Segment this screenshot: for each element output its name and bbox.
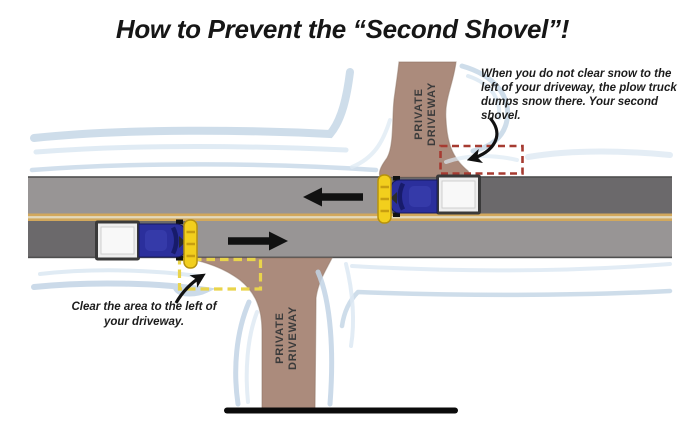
- annotation-arrow-top: [466, 116, 499, 164]
- snow-dump-highlight: [439, 144, 524, 175]
- snow-streak: [339, 288, 673, 329]
- snow-streak: [244, 310, 259, 404]
- snow-streak: [30, 68, 354, 142]
- driveway-label-line: PRIVATE: [413, 88, 425, 140]
- truck-box-panel: [100, 226, 135, 255]
- driveway-label-line: DRIVEWAY: [287, 305, 299, 371]
- snow-streak: [31, 280, 216, 297]
- page-title: How to Prevent the “Second Shovel”!: [115, 14, 570, 44]
- center-line-lower: [28, 218, 672, 221]
- driveway-label-bottom: PRIVATE DRIVEWAY: [274, 283, 302, 393]
- road-edge-bottom: [28, 256, 672, 259]
- center-line-upper: [28, 213, 672, 217]
- driveway-label-line: DRIVEWAY: [426, 81, 438, 147]
- snow-streak: [233, 299, 252, 407]
- snow-streak: [33, 144, 349, 155]
- plow-hitch: [179, 236, 186, 248]
- snow-streak: [315, 269, 335, 407]
- driveway-label-line: PRIVATE: [274, 312, 286, 364]
- cab-roof: [145, 230, 167, 251]
- clear-area-highlight: [177, 257, 263, 291]
- plow-hitch: [390, 192, 397, 204]
- driveway-bottom: [183, 257, 333, 410]
- windshield: [170, 226, 179, 255]
- truck-box-panel: [441, 180, 476, 209]
- snow-streak: [466, 74, 502, 120]
- direction-arrow-right: [228, 231, 288, 251]
- driveway-label-top: PRIVATE DRIVEWAY: [413, 59, 441, 169]
- snow-streak: [525, 148, 673, 160]
- plow-truck-bottom: [95, 219, 198, 269]
- snow-streak: [350, 262, 672, 273]
- cab-roof: [409, 186, 431, 207]
- road-median: [28, 213, 672, 221]
- plow-truck-top: [377, 174, 481, 224]
- annotation-arrow-bottom: [174, 273, 206, 304]
- road-edge-top: [28, 176, 672, 178]
- snow-streak: [350, 118, 392, 169]
- snow-shading: [29, 63, 673, 407]
- annotation-second-shovel: When you do not clear snow to the left o…: [481, 68, 677, 123]
- plow-blade-ridges: [380, 185, 389, 213]
- truck-mirror: [176, 256, 183, 261]
- snow-streak: [344, 262, 356, 348]
- annotation-clear-area: Clear the area to the left of your drive…: [71, 301, 217, 328]
- truck-mirror: [176, 219, 183, 224]
- truck-mirror: [393, 176, 400, 181]
- windshield: [397, 182, 406, 211]
- snow-streak: [38, 268, 200, 278]
- baseline-bar: [224, 407, 458, 414]
- direction-arrow-left: [303, 187, 363, 207]
- plow-blade-ridges: [186, 230, 195, 258]
- snow-streak: [29, 162, 379, 173]
- truck-mirror: [393, 212, 400, 217]
